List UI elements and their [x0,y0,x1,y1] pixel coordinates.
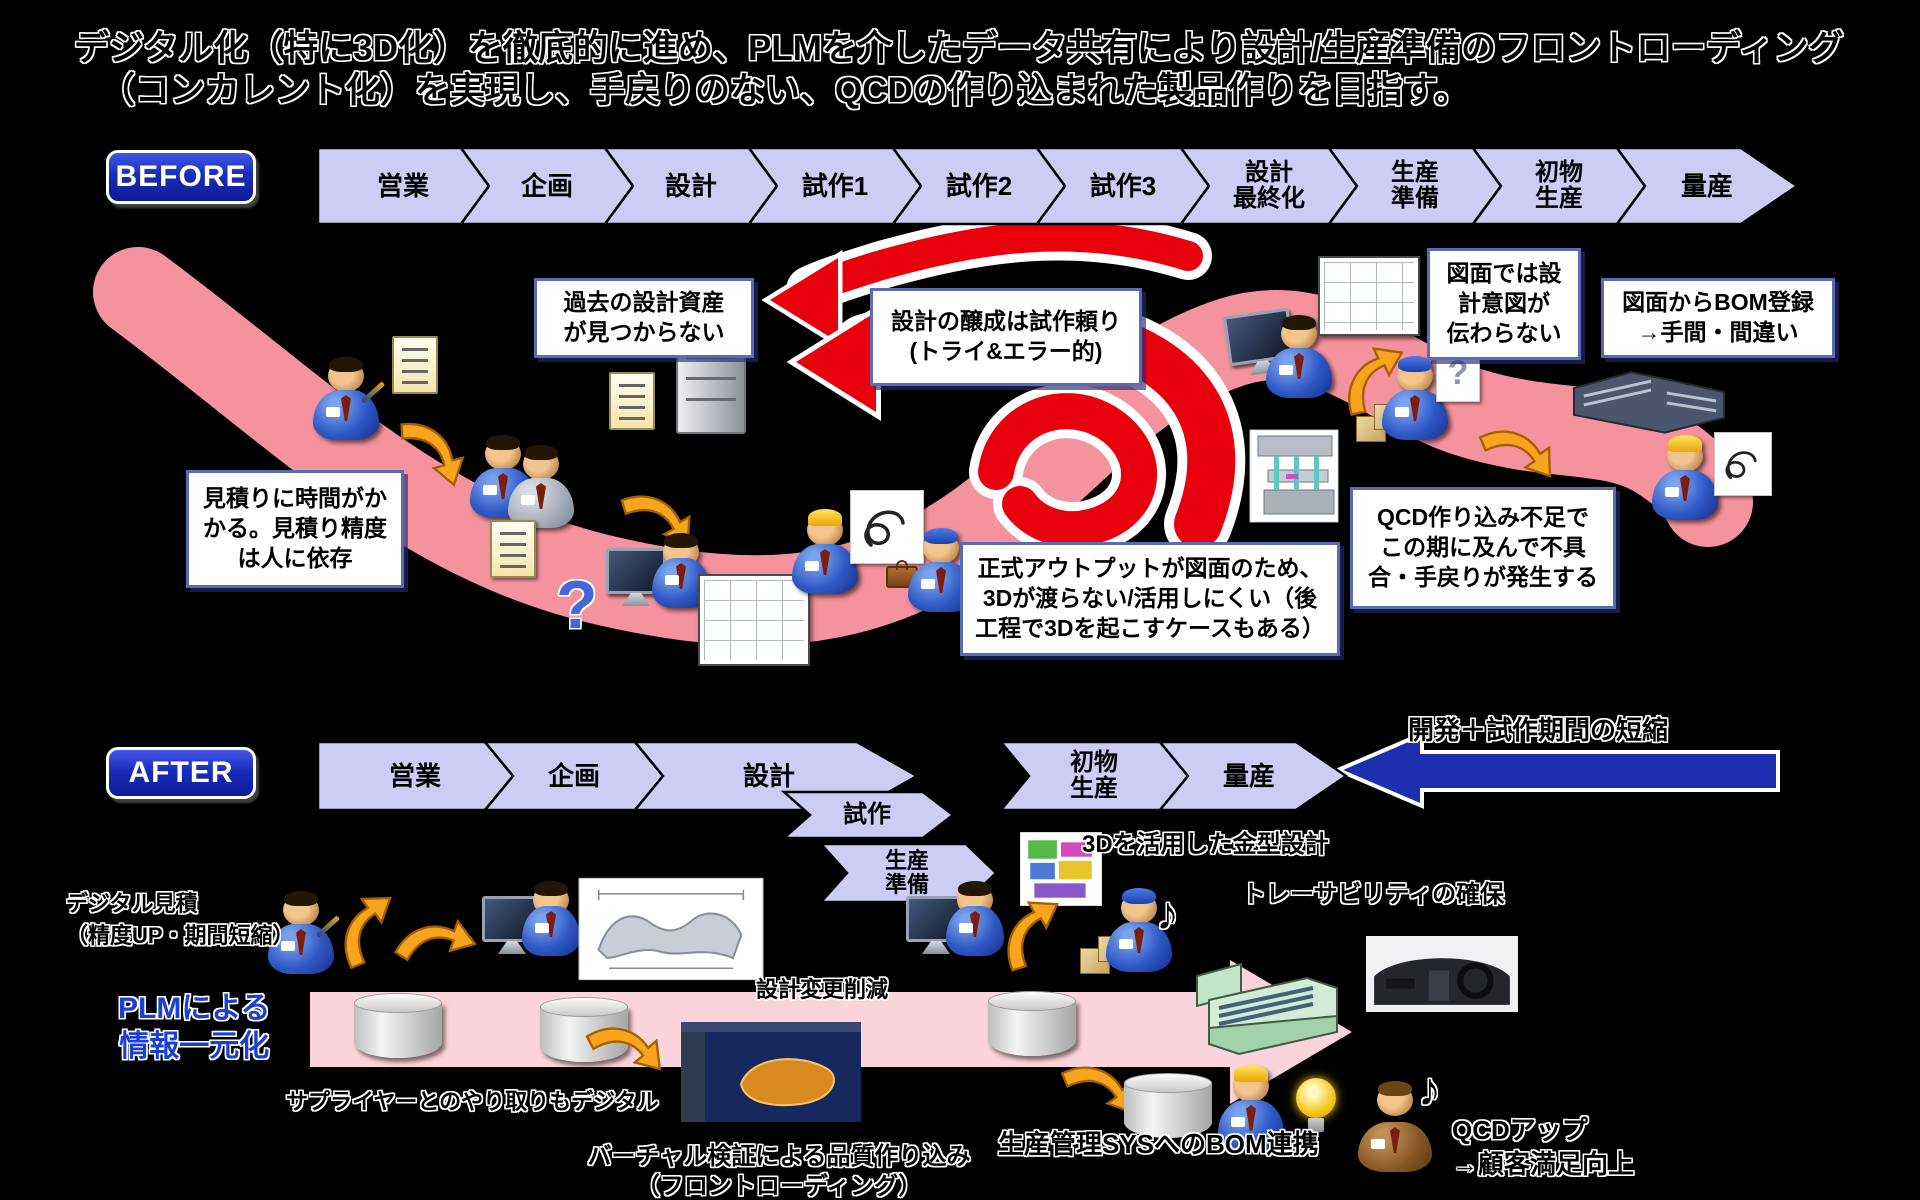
phase-design: 設計 [664,170,717,201]
plm-database-icon [988,991,1076,1056]
note-bom-link: 生産管理SYSへのBOM連携 [998,1129,1319,1159]
title-line-1: デジタル化（特に3D化）を徹底的に進め、PLMを介したデータ共有により設計/生産… [74,29,1844,68]
phase-proto3: 試作3 [1089,170,1157,201]
cad-3d-model-icon [578,876,764,982]
phase-design-final: 設計 最終化 [1233,159,1305,212]
phase-first-prod: 初物 生産 [1535,159,1583,212]
before-badge: BEFORE [106,150,256,204]
after-factory-icon [1186,950,1348,1070]
after-phase-design: 設計 [742,760,795,791]
note-design-change: 設計変更削減 [756,977,889,1002]
phase-prod-prep: 生産 準備 [1391,159,1439,212]
after-logistics-worker-icon [1106,888,1172,972]
document-icon [392,336,438,394]
music-note-icon: ♪ [1156,887,1179,939]
note-qcd-up: QCDアップ →顧客満足向上 [1452,1115,1635,1179]
plm-unified-info-label: PLMによる 情報一元化 [118,992,271,1063]
spring-part-icon [850,490,924,564]
factory-line-icon [1570,358,1728,438]
after-sales-engineer-icon [268,891,334,974]
phase-proto2: 試作2 [945,170,1013,201]
rework-arrowhead-top [761,249,843,351]
after-phase-prep: 生産 準備 [884,848,929,897]
car-dashboard-icon [1366,936,1518,1012]
after-phase-planning: 企画 [547,760,600,791]
after-phase-trial: 試作 [843,801,891,829]
music-note-icon: ♪ [1418,1063,1441,1115]
phase-proto1: 試作1 [801,170,869,201]
phase-mass-prod: 量産 [1680,170,1733,201]
schedule-shorten-label: 開発＋試作期間の短縮 [1408,715,1669,745]
after-phase-mass-prod: 量産 [1222,760,1275,791]
question-mark-icon: ? [556,567,598,643]
line-worker-icon [1652,435,1718,520]
before-phase-band [316,146,1800,226]
drawing-sheet-icon [1318,256,1420,336]
idea-bulb-icon [1296,1078,1336,1118]
manager-icon [1358,1081,1432,1172]
after-designer-icon [522,881,580,956]
sales-engineer-icon [313,357,379,440]
plm-database-icon [540,997,628,1062]
spring-part-icon [1714,432,1772,496]
callout-bom-register: 図面からBOM登録 →手間・間違い [1601,278,1835,358]
callout-drawing-intent: 図面では設 計意図が 伝わらない [1427,248,1581,360]
after-phase-trial-chevron [780,790,956,840]
after-prep-engineer-icon [946,881,1004,956]
mold-die-icon [1248,428,1340,524]
phase-planning: 企画 [520,170,573,201]
after-phase-band-right [998,740,1349,812]
plm-database-icon [354,993,442,1058]
after-phase-sales: 営業 [388,760,441,791]
after-badge: AFTER [106,747,256,799]
proto-worker-icon [792,509,858,594]
plm-database-icon [1124,1073,1212,1138]
callout-official-output: 正式アウトプットが図面のため、 3Dが渡らない/活用しにくい（後 工程で3Dを起… [960,542,1340,656]
phase-sales: 営業 [376,170,429,201]
note-mold-3d: 3Dを活用した金型設計 [1082,831,1329,858]
document-icon [490,520,536,578]
flow-arrow-orange-icon [988,894,1074,980]
after-phase-first-prod: 初物 生産 [1070,749,1118,802]
note-virtual-validation: バーチャル検証による品質作り込み （フロントローディング） [587,1143,971,1200]
title-line-2: （コンカレント化）を実現し、手戻りのない、QCDの作り込まれた製品作りを目指す。 [100,71,1470,110]
planner-colleague-icon [508,445,574,528]
document-icon [609,372,655,430]
callout-qcd-shortfall: QCD作り込み不足で この期に及んで不具 合・手戻りが発生する [1350,487,1616,609]
question-mark-icon: ? [1447,353,1469,392]
callout-estimate: 見積りに時間がか かる。見積り精度 は人に依存 [186,470,404,588]
final-design-engineer-icon [1266,315,1332,398]
after-line-worker-icon [1218,1065,1284,1150]
schedule-shorten-arrow [1332,730,1780,810]
cad-software-screenshot-icon [678,1022,864,1122]
callout-design-by-trial: 設計の醸成は試作頼り (トライ&エラー的) [870,288,1142,386]
drawing-sheet-icon [698,574,810,666]
callout-past-assets: 過去の設計資産 が見つからない [534,278,754,358]
note-digital-estimate: デジタル見積 （精度UP・期間短縮） [66,891,295,948]
rework-arrow-curl [978,393,1157,548]
note-traceability: トレーサビリティの確保 [1242,881,1505,908]
note-supplier: サプライヤーとのやり取りもデジタル [286,1089,659,1114]
